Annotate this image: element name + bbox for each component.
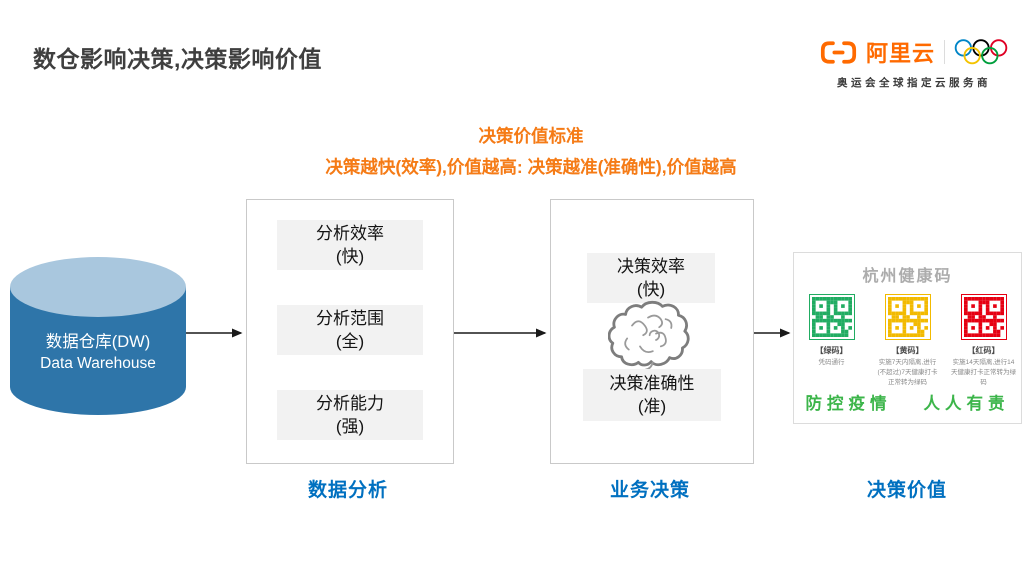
item-note: (快) (636, 280, 666, 299)
decision-item-efficiency: 决策效率 (快) (587, 253, 715, 303)
database-cylinder-icon (10, 257, 186, 415)
database-cylinder: 数据仓库(DW) Data Warehouse (10, 256, 186, 418)
health-code-card: 杭州健康码 【绿码】 凭码通行 【黄码】 实施7天内隔离,进行(不超过)7天健康… (793, 252, 1022, 424)
qr-label: 【红码】 (967, 346, 1000, 355)
slogan-right: 人人有责 (923, 395, 1010, 413)
item-text: 决策准确性 (609, 374, 695, 393)
page-title: 数仓影响决策,决策影响价值 (33, 46, 322, 72)
item-text: 决策效率 (617, 257, 685, 276)
qr-col-green: 【绿码】 凭码通行 (799, 294, 865, 387)
analysis-box: 分析效率 (快) 分析范围 (全) 分析能力 (强) (246, 199, 454, 464)
qr-label: 【黄码】 (891, 346, 924, 355)
item-note: (准) (637, 397, 667, 416)
alibaba-cloud-logo: 阿里云 奥运会全球指定云服务商 (820, 36, 1008, 90)
warehouse-name-en: Data Warehouse (40, 355, 156, 372)
item-text: 分析效率 (316, 224, 384, 243)
decision-box: 决策效率 (快) 决策准确性 (准) (550, 199, 754, 464)
alibaba-cloud-bracket-icon (820, 40, 857, 64)
analysis-item-scope: 分析范围 (全) (277, 305, 423, 355)
item-note: (全) (335, 332, 365, 351)
headline-line2: 决策越快(效率),价值越高: 决策越准(准确性),价值越高 (325, 157, 737, 177)
qr-col-red: 【红码】 实施14天隔离,进行14天健康打卡正常转为绿码 (951, 294, 1017, 387)
qr-desc: 实施7天内隔离,进行(不超过)7天健康打卡正常转为绿码 (877, 359, 938, 386)
yellow-qr-code-icon (884, 294, 931, 340)
qr-label: 【绿码】 (815, 346, 848, 355)
brain-icon (608, 300, 690, 371)
green-qr-code-icon (808, 294, 855, 340)
flow-label-business-decision: 业务决策 (609, 480, 691, 501)
qr-row: 【绿码】 凭码通行 【黄码】 实施7天内隔离,进行(不超过)7天健康打卡正常转为… (794, 294, 1021, 387)
qr-desc: 实施14天隔离,进行14天健康打卡正常转为绿码 (951, 359, 1016, 386)
analysis-item-efficiency: 分析效率 (快) (277, 220, 423, 270)
flow-label-decision-value: 决策价值 (866, 480, 948, 501)
warehouse-text: 数据仓库(DW) Data Warehouse (10, 328, 186, 373)
slogan-left: 防控疫情 (805, 395, 892, 413)
qr-col-yellow: 【黄码】 实施7天内隔离,进行(不超过)7天健康打卡正常转为绿码 (875, 294, 941, 387)
epidemic-slogan: 防控疫情 人人有责 (794, 390, 1021, 414)
flow-label-data-analysis: 数据分析 (307, 480, 389, 501)
brand-name: 阿里云 (865, 41, 935, 66)
item-text: 分析范围 (316, 309, 384, 328)
item-note: (强) (335, 417, 365, 436)
qr-desc: 凭码通行 (818, 359, 845, 366)
logo-tagline: 奥运会全球指定云服务商 (836, 77, 991, 89)
item-note: (快) (335, 247, 365, 266)
health-code-card-title: 杭州健康码 (862, 268, 953, 285)
analysis-item-capability: 分析能力 (强) (277, 390, 423, 440)
logo-row: 阿里云 (820, 36, 1008, 68)
red-qr-code-icon (960, 294, 1007, 340)
item-text: 分析能力 (316, 394, 384, 413)
warehouse-name: 数据仓库(DW) (45, 333, 151, 351)
decision-item-accuracy: 决策准确性 (准) (583, 369, 721, 421)
logo-divider (944, 40, 945, 64)
headline: 决策价值标准 决策越快(效率),价值越高: 决策越准(准确性),价值越高 (38, 123, 1024, 179)
olympic-rings-icon (954, 39, 1008, 65)
headline-line1: 决策价值标准 (478, 126, 584, 146)
